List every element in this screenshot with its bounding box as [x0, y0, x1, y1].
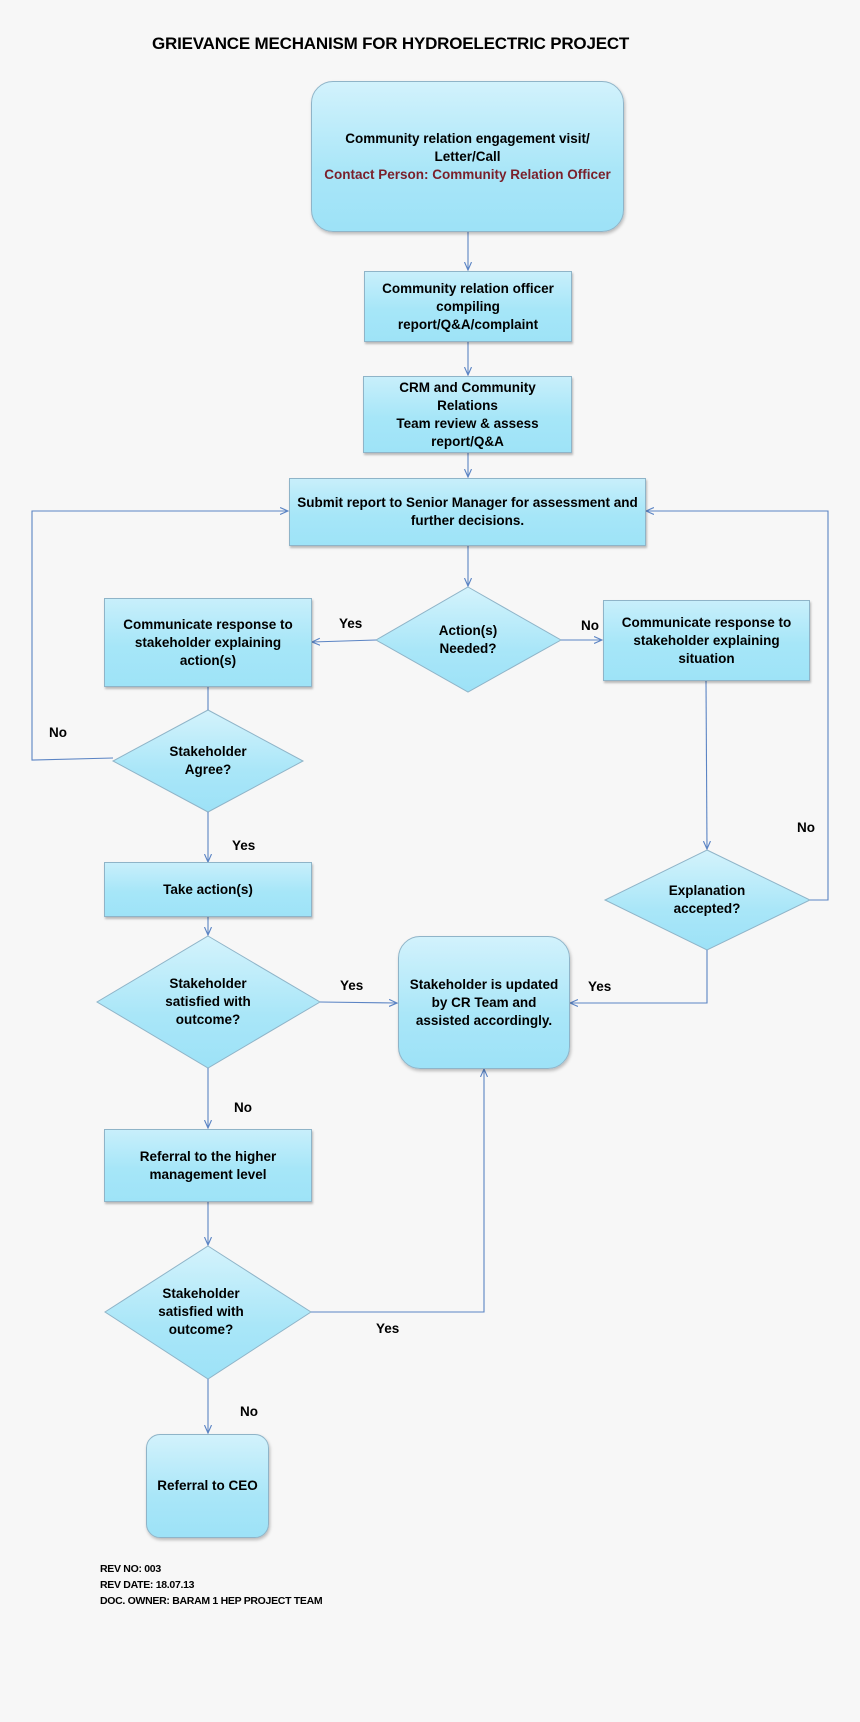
node-line: CRM and Community Relations — [399, 379, 536, 413]
no-satisfied-2-label: No — [240, 1404, 258, 1419]
connector-action-yes — [312, 640, 377, 642]
submit-report-node: Submit report to Senior Manager for asse… — [289, 478, 646, 546]
no-agree-label: No — [49, 725, 67, 740]
take-action-node: Take action(s) — [104, 862, 312, 917]
no-explanation-label: No — [797, 820, 815, 835]
node-line: outcome? — [175, 1012, 241, 1027]
node-line: outcome? — [168, 1322, 234, 1337]
node-line: action(s) — [179, 652, 237, 668]
node-line: compiling — [436, 298, 500, 314]
rev-no: REV NO: 003 — [100, 1563, 161, 1575]
node-line: Team review & assess — [396, 415, 539, 431]
communicate-action-node: Communicate response to stakeholder expl… — [104, 598, 312, 687]
node-line: Agree? — [184, 762, 232, 777]
action-needed-diamond — [374, 586, 563, 693]
node-line: Take action(s) — [163, 881, 253, 897]
node-line: accepted? — [673, 901, 741, 916]
node-line: Communicate response to — [621, 614, 792, 630]
engagement-visit-line2: Letter/Call — [434, 148, 501, 164]
node-line: Stakeholder — [162, 1286, 240, 1301]
node-line: assisted accordingly. — [415, 1012, 553, 1028]
engagement-visit-line1: Community relation engagement visit/ — [345, 130, 590, 146]
diagram-title: GRIEVANCE MECHANISM FOR HYDROELECTRIC PR… — [152, 34, 630, 53]
doc-owner: DOC. OWNER: BARAM 1 HEP PROJECT TEAM — [100, 1595, 323, 1607]
node-line: management level — [149, 1166, 267, 1182]
action-needed-text: Action(s) Needed? — [398, 611, 538, 669]
node-line: Communicate response to — [123, 616, 293, 632]
connector-agree-no-loop — [31, 511, 288, 761]
node-line: stakeholder explaining — [633, 632, 780, 648]
node-line: report/Q&A/complaint — [397, 316, 539, 332]
node-line: Submit report to Senior Manager for asse… — [297, 495, 638, 510]
contact-person-text: Contact Person: Community Relation Offic… — [324, 166, 611, 182]
connector-situation-to-explanation — [706, 680, 707, 849]
officer-compiling-node: Community relation officer compiling rep… — [364, 271, 572, 342]
connector-explanation-no-loop — [646, 511, 829, 901]
yes-satisfied-2-label: Yes — [376, 1321, 400, 1336]
node-line: Stakeholder — [169, 744, 247, 759]
referral-ceo-node: Referral to CEO — [146, 1434, 269, 1538]
no-satisfied-1-label: No — [234, 1100, 252, 1115]
yes-satisfied-1-label: Yes — [340, 978, 364, 993]
node-line: Action(s) — [438, 623, 498, 638]
document-footer: REV NO: 003 REV DATE: 18.07.13 DOC. OWNE… — [100, 1561, 323, 1609]
connector-satisfied-1-yes — [319, 1002, 397, 1003]
rev-date: REV DATE: 18.07.13 — [100, 1579, 195, 1591]
connector-explanation-yes — [570, 950, 708, 1003]
communicate-situation-node: Communicate response to stakeholder expl… — [603, 600, 810, 681]
satisfied-2-text: Stakeholder satisfied with outcome? — [131, 1283, 271, 1341]
node-line: Referral to CEO — [157, 1478, 258, 1493]
referral-higher-node: Referral to the higher management level — [104, 1129, 312, 1202]
updated-by-cr-node: Stakeholder is updated by CR Team and as… — [398, 936, 570, 1069]
stakeholder-agree-text: Stakeholder Agree? — [138, 732, 278, 790]
engagement-visit-node: Community relation engagement visit/ Let… — [311, 81, 624, 232]
node-line: report/Q&A — [431, 433, 504, 449]
satisfied-1-text: Stakeholder satisfied with outcome? — [138, 973, 278, 1031]
connector-satisfied-2-yes — [311, 1069, 484, 1313]
node-line: satisfied with — [158, 1304, 244, 1319]
yes-agree-label: Yes — [232, 838, 256, 853]
node-line: Stakeholder is updated — [409, 976, 559, 992]
node-line: further decisions. — [410, 513, 525, 528]
yes-explanation-label: Yes — [588, 979, 612, 994]
node-line: satisfied with — [165, 994, 251, 1009]
node-line: situation — [678, 650, 735, 666]
node-line: Referral to the higher — [139, 1148, 277, 1164]
node-line: stakeholder explaining — [134, 634, 282, 650]
yes-action-label: Yes — [339, 616, 363, 631]
crm-review-node: CRM and Community Relations Team review … — [363, 376, 572, 453]
explanation-accepted-text: Explanation accepted? — [637, 871, 777, 929]
node-line: Needed? — [439, 641, 497, 656]
node-line: Explanation — [668, 883, 746, 898]
node-line: by CR Team and — [431, 994, 537, 1010]
node-line: Community relation officer — [382, 280, 554, 296]
no-action-label: No — [581, 618, 599, 633]
node-line: Stakeholder — [169, 976, 247, 991]
